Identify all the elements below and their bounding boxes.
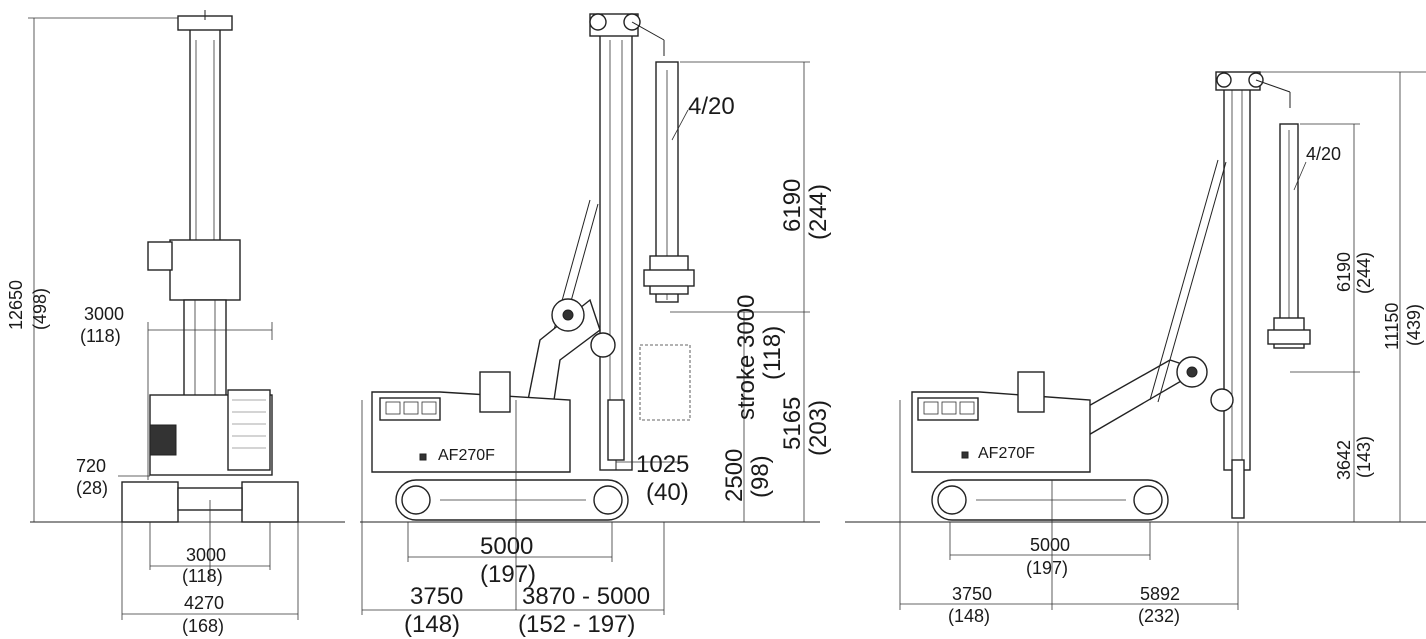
working-drill-offset: 1025 xyxy=(636,451,689,478)
transport-kelly: 4/20 xyxy=(1306,144,1341,164)
transport-total-height: 11150 xyxy=(1382,303,1402,350)
transport-lower-height-in: (143) xyxy=(1354,436,1374,478)
working-kelly: 4/20 xyxy=(688,93,735,120)
front-total-height-in: (498) xyxy=(30,288,50,330)
front-view: 12650 (498) 3000 (118) 720 xyxy=(6,10,299,636)
transport-track-length: 5000 xyxy=(1030,535,1070,555)
working-kelly-length: 6190 xyxy=(779,179,806,232)
working-kelly-length-in: (244) xyxy=(805,184,832,240)
working-track-length: 5000 xyxy=(480,533,533,560)
working-radius-in: (152 - 197) xyxy=(518,611,635,638)
working-stroke: stroke 3000 xyxy=(733,295,760,420)
working-tail-radius-in: (148) xyxy=(404,611,460,638)
working-track-length-in: (197) xyxy=(480,561,536,588)
working-radius: 3870 - 5000 xyxy=(522,583,650,610)
transport-total-height-in: (439) xyxy=(1404,304,1424,346)
transport-radius-in: (232) xyxy=(1138,606,1180,626)
front-mast-width: 3000 xyxy=(84,304,124,324)
transport-tail-radius: 3750 xyxy=(952,584,992,604)
front-total-width-in: (168) xyxy=(182,616,224,636)
transport-lower-height: 3642 xyxy=(1334,440,1354,480)
working-rotary-height-in: (203) xyxy=(805,400,832,456)
working-rotary-height: 5165 xyxy=(779,397,806,450)
working-drill-offset-in: (40) xyxy=(646,479,689,506)
side-view-transport: AF270F 4/20 6190 (244) 3642 (143) 11150 … xyxy=(899,71,1426,626)
working-stroke-in: (118) xyxy=(759,326,786,380)
transport-kelly-length-in: (244) xyxy=(1354,252,1374,294)
front-track-gauge-in: (118) xyxy=(182,566,223,586)
side-view-working: AF270F 4/20 6190 (244) stroke 3000 (118)… xyxy=(361,13,832,638)
front-clearance: 720 xyxy=(76,456,106,476)
transport-track-length-in: (197) xyxy=(1026,558,1068,578)
transport-radius: 5892 xyxy=(1140,584,1180,604)
front-track-gauge: 3000 xyxy=(186,545,226,565)
model-label-working: AF270F xyxy=(438,447,495,464)
transport-tail-radius-in: (148) xyxy=(948,606,990,626)
working-tail-radius: 3750 xyxy=(410,583,463,610)
working-base-height: 2500 xyxy=(721,449,748,502)
front-mast-width-in: (118) xyxy=(80,326,121,346)
model-label-transport: AF270F xyxy=(978,445,1035,462)
front-clearance-in: (28) xyxy=(76,478,108,498)
transport-kelly-length: 6190 xyxy=(1334,252,1354,292)
working-base-height-in: (98) xyxy=(747,455,774,498)
front-total-width: 4270 xyxy=(184,593,224,613)
front-total-height: 12650 xyxy=(6,280,26,330)
